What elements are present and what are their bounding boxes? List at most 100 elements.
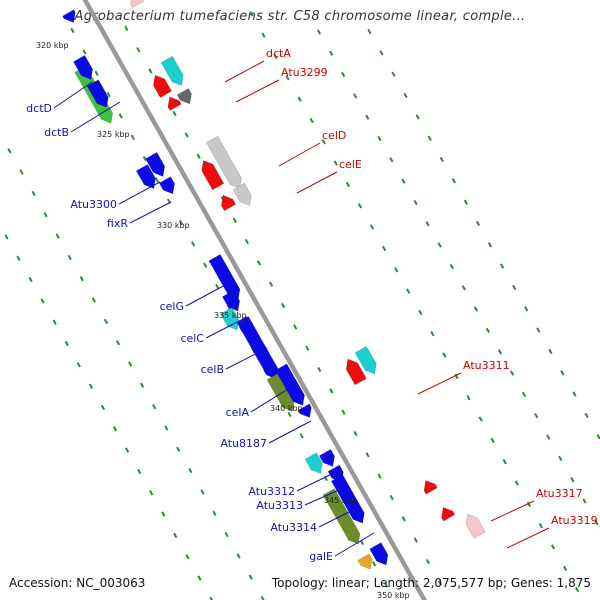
scale-dot — [406, 288, 411, 294]
scale-dot — [130, 134, 135, 140]
gene-dctB-b — [86, 79, 109, 108]
gene-Atu3311 — [345, 358, 367, 386]
scale-dot — [67, 254, 72, 261]
gene-label-celE[interactable]: celE — [339, 158, 362, 171]
scale-dot — [379, 50, 384, 56]
scale-dot — [475, 220, 481, 227]
gene-label-Atu3311[interactable]: Atu3311 — [463, 359, 510, 372]
backbone-line — [82, 0, 428, 600]
scale-dot — [461, 285, 466, 291]
scale-dot — [365, 452, 370, 458]
scale-dot — [353, 430, 358, 437]
scale-label: 340 kbp — [270, 404, 303, 413]
gene-label-Atu3312[interactable]: Atu3312 — [248, 485, 295, 498]
scale-dot — [534, 413, 539, 419]
scale-dot — [188, 467, 193, 474]
scale-dot — [184, 132, 189, 138]
scale-dot — [345, 181, 351, 188]
scale-dot — [524, 306, 529, 312]
scale-dot — [118, 113, 123, 119]
gene-features — [62, 0, 486, 570]
gene-label-Atu8187[interactable]: Atu8187 — [220, 437, 267, 450]
scale-dot — [305, 345, 310, 351]
genome-summary-text: Topology: linear; Length: 2,075,577 bp; … — [271, 576, 591, 590]
leader-line — [296, 469, 341, 492]
scale-dot — [236, 553, 241, 559]
scale-dot — [106, 91, 111, 98]
scale-dot — [55, 233, 60, 239]
scale-dot — [485, 327, 491, 334]
gene-labels: dctD dctB Atu3300 fixR celG celC celB celA Atu81… — [26, 47, 597, 563]
gene-fixR — [135, 164, 156, 189]
gene-label-Atu3299[interactable]: Atu3299 — [281, 66, 328, 79]
gene-label-Atu3300[interactable]: Atu3300 — [70, 198, 117, 211]
scale-dot — [124, 447, 130, 453]
scale-dot — [550, 544, 556, 550]
scale-dot — [178, 219, 184, 226]
scale-dots — [4, 11, 600, 600]
scale-dot — [200, 489, 205, 495]
scale-dot — [526, 501, 532, 507]
scale-dot — [52, 319, 57, 325]
gene-celE-b — [221, 194, 236, 212]
scale-dot — [173, 532, 178, 539]
scale-dot — [268, 281, 274, 287]
scale-dot — [389, 157, 394, 163]
scale-dot — [512, 284, 517, 291]
gene-label-Atu3313[interactable]: Atu3313 — [256, 499, 303, 512]
gene-grey-small — [176, 88, 192, 105]
scale-dot — [112, 426, 118, 432]
scale-dot — [437, 242, 442, 248]
leader-line — [278, 142, 321, 167]
gene-label-celA[interactable]: celA — [226, 406, 250, 419]
gene-label-dctA[interactable]: dctA — [266, 47, 291, 60]
leader-line — [268, 420, 312, 444]
scale-dot — [357, 203, 363, 209]
scale-dot — [309, 117, 314, 124]
gene-label-celC[interactable]: celC — [180, 332, 204, 345]
scale-dot — [148, 68, 153, 74]
gene-celB — [236, 316, 279, 380]
scale-dot — [449, 263, 454, 270]
gene-label-celD[interactable]: celD — [322, 129, 346, 142]
scale-dot — [280, 302, 286, 309]
scale-dot — [161, 511, 166, 517]
leader-line — [70, 101, 121, 133]
scale-label: 330 kbp — [157, 221, 190, 230]
gene-label-celG[interactable]: celG — [160, 300, 184, 313]
gene-label-dctB[interactable]: dctB — [44, 126, 69, 139]
gene-celG-b — [222, 290, 240, 312]
gene-Atu3319 — [441, 507, 456, 522]
scale-dot — [437, 580, 443, 586]
gene-label-fixR[interactable]: fixR — [107, 217, 128, 230]
gene-label-Atu3314[interactable]: Atu3314 — [270, 521, 317, 534]
gene-label-celB[interactable]: celB — [201, 363, 224, 376]
scale-dot — [297, 96, 302, 102]
scale-dot — [536, 327, 541, 333]
scale-label: 320 kbp — [36, 41, 69, 50]
scale-label: 325 kbp — [97, 130, 130, 139]
gene-label-Atu3317[interactable]: Atu3317 — [536, 487, 583, 500]
scale-dot — [190, 241, 196, 247]
scale-dot — [439, 156, 444, 163]
gene-bottom-blue — [369, 542, 389, 566]
scale-dot — [287, 411, 292, 418]
scale-label: 335 kbp — [214, 311, 247, 320]
gene-dctB-a — [73, 55, 93, 80]
scale-dot — [401, 516, 406, 522]
scale-dot — [256, 260, 262, 266]
leader-line — [129, 201, 172, 224]
scale-dot — [176, 446, 181, 452]
scale-dot — [570, 477, 575, 483]
gene-label-Atu3319[interactable]: Atu3319 — [551, 514, 598, 527]
gene-Atu3299 — [160, 55, 184, 86]
scale-dot — [149, 490, 154, 496]
gene-label-galE[interactable]: galE — [309, 550, 333, 563]
scale-dot — [244, 238, 250, 245]
gene-label-dctD[interactable]: dctD — [26, 102, 52, 115]
scale-dot — [389, 494, 394, 501]
scale-dot — [316, 29, 322, 35]
leader-line — [250, 388, 289, 413]
scale-dot — [367, 28, 372, 35]
scale-label: 350 kbp — [377, 591, 410, 600]
